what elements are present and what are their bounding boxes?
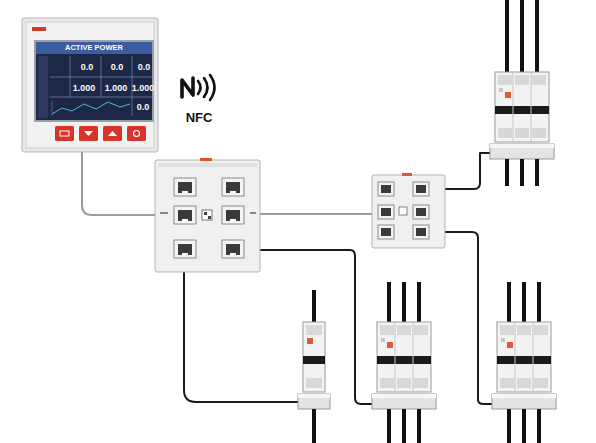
nfc-label: NFC — [186, 110, 213, 125]
circuit-breaker — [372, 282, 436, 443]
reading-value: 0.0 — [138, 62, 151, 72]
reading-value: 0.0 — [137, 102, 150, 112]
screen-heading: ACTIVE POWER — [36, 43, 152, 53]
splitter-hub — [155, 158, 260, 272]
reading-value: 0.0 — [111, 62, 124, 72]
circuit-breaker — [492, 282, 556, 443]
circuit-breaker — [490, 0, 554, 186]
meter-display — [22, 18, 158, 152]
reading-value: 1.000 — [105, 83, 128, 93]
splitter-hub — [372, 173, 445, 248]
circuit-breaker — [298, 290, 330, 443]
reading-value: 0.0 — [81, 62, 94, 72]
reading-value: 1.000 — [132, 83, 155, 93]
reading-value: 1.000 — [73, 83, 96, 93]
nfc-symbol — [182, 75, 215, 100]
